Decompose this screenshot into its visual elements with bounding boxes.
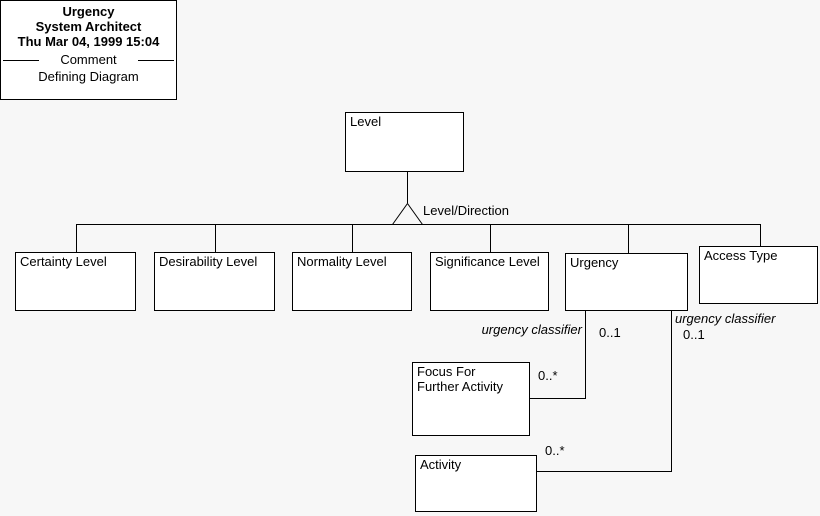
- class-box-focus-for-further-activity[interactable]: Focus For Further Activity: [412, 362, 530, 436]
- class-name-normality-level: Normality Level: [297, 254, 387, 269]
- class-name-desirability-level: Desirability Level: [159, 254, 258, 269]
- class-box-urgency[interactable]: Urgency: [565, 253, 688, 311]
- class-box-desirability-level[interactable]: Desirability Level: [154, 252, 275, 311]
- association-role-urgency-classifier-focus: urgency classifier: [481, 322, 582, 337]
- title-block-date: Thu Mar 04, 1999 15:04: [17, 34, 160, 49]
- generalization-bar: [76, 224, 761, 225]
- title-block-role: System Architect: [35, 19, 142, 34]
- association-role-urgency-classifier-activity: urgency classifier: [675, 311, 776, 326]
- multiplicity-urgency-activity-end: 0..1: [683, 327, 705, 342]
- generalization-drop-certainty: [76, 224, 77, 252]
- title-block-name: Urgency: [62, 4, 115, 19]
- class-name-activity: Activity: [420, 457, 462, 472]
- generalization-drop-normality: [352, 224, 353, 252]
- generalization-triangle-icon: [392, 203, 423, 225]
- title-block-subtitle: Defining Diagram: [38, 69, 139, 84]
- diagram-title-block: Urgency System Architect Thu Mar 04, 199…: [0, 0, 177, 100]
- multiplicity-urgency-focus-end: 0..1: [599, 325, 621, 340]
- class-name-level: Level: [350, 114, 382, 129]
- class-box-level[interactable]: Level: [345, 112, 464, 172]
- class-name-access-type: Access Type: [704, 248, 778, 263]
- generalization-drop-significance: [490, 224, 491, 252]
- class-box-activity[interactable]: Activity: [415, 455, 537, 512]
- association-line-urgency-activity-horizontal: [537, 471, 672, 472]
- class-name-certainty-level: Certainty Level: [20, 254, 107, 269]
- class-name-significance-level: Significance Level: [435, 254, 540, 269]
- generalization-drop-urgency: [628, 224, 629, 253]
- title-block-separator: Comment: [1, 52, 176, 68]
- class-name-focus-for-further-activity: Focus For Further Activity: [417, 364, 503, 394]
- class-box-access-type[interactable]: Access Type: [699, 246, 818, 304]
- class-box-normality-level[interactable]: Normality Level: [292, 252, 412, 311]
- class-box-significance-level[interactable]: Significance Level: [430, 252, 549, 311]
- generalization-stem-level: [407, 172, 408, 203]
- association-line-urgency-focus-horizontal: [530, 398, 586, 399]
- class-name-urgency: Urgency: [570, 255, 619, 270]
- separator-rule-right: [138, 60, 174, 61]
- generalization-drop-desirability: [215, 224, 216, 252]
- class-box-certainty-level[interactable]: Certainty Level: [15, 252, 136, 311]
- generalization-drop-access-type: [760, 224, 761, 246]
- discriminator-label: Level/Direction: [423, 203, 509, 218]
- multiplicity-focus-end: 0..*: [538, 368, 558, 383]
- association-line-urgency-activity-vertical: [671, 311, 672, 472]
- multiplicity-activity-end: 0..*: [545, 443, 565, 458]
- association-line-urgency-focus-vertical: [585, 311, 586, 398]
- title-block-separator-caption: Comment: [60, 52, 117, 67]
- separator-rule-left: [3, 60, 39, 61]
